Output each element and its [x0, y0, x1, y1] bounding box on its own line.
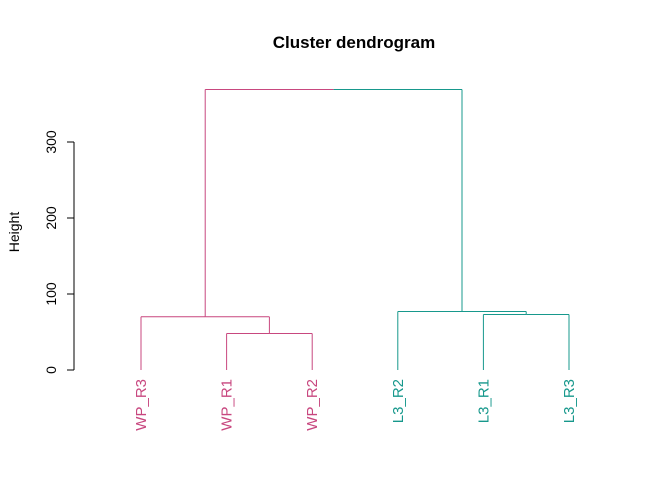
y-tick-label: 200	[43, 206, 59, 230]
leaf-label: L3_R2	[390, 379, 407, 423]
leaf-label: L3_R3	[561, 379, 578, 423]
leaf-label: WP_R3	[133, 379, 150, 431]
leaf-labels: WP_R3 WP_R1 WP_R2 L3_R2 L3_R1 L3_R3	[133, 379, 578, 431]
y-tick-label: 100	[43, 282, 59, 306]
y-axis: 0 100 200 300	[43, 130, 75, 374]
y-axis-label: Height	[6, 212, 22, 253]
y-tick-label: 0	[43, 366, 59, 374]
leaf-label: WP_R1	[219, 379, 236, 431]
dendrogram-branches	[140, 89, 570, 370]
leaf-label: L3_R1	[475, 379, 492, 423]
chart-title: Cluster dendrogram	[273, 33, 435, 52]
leaf-label: WP_R2	[304, 379, 321, 431]
y-tick-label: 300	[43, 130, 59, 154]
